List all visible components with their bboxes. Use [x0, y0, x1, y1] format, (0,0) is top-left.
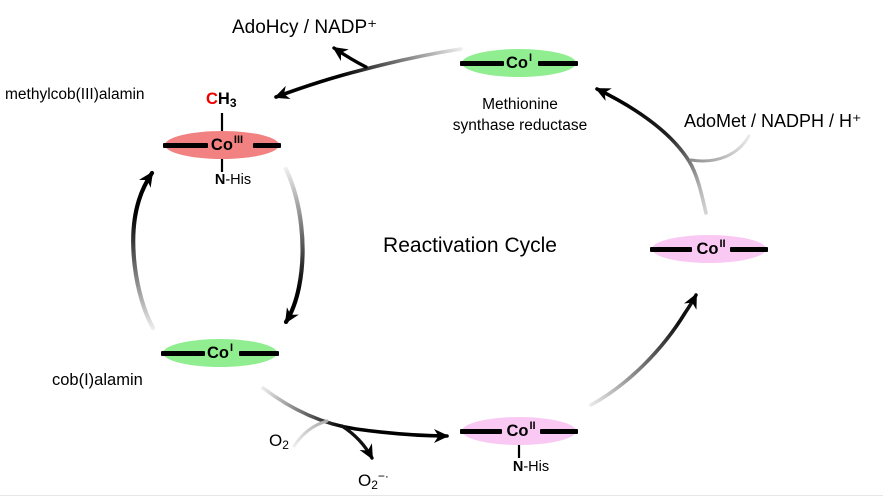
metal-symbol: Co — [210, 135, 233, 154]
label-adohcy-nadp: AdoHcy / NADP⁺ — [232, 17, 378, 38]
superoxide-sub: 2 — [371, 478, 378, 492]
arrow-reactivation-main — [595, 87, 708, 215]
corrin-bar-left — [161, 351, 205, 356]
corrin-bar-left — [460, 429, 502, 434]
corrin-bar-right — [253, 143, 281, 148]
label-cob1alamin: cob(I)alamin — [52, 371, 143, 389]
oxidation-state: III — [233, 133, 244, 146]
corrin-bar-left — [460, 61, 504, 66]
label-enzyme-line1: Methionine — [482, 96, 558, 113]
label-methylcobalamin: methylcob(III)alamin — [5, 86, 145, 103]
corrin-bar-right — [538, 61, 578, 66]
o2-base: O — [269, 431, 283, 450]
n-his-bottom: N-His — [499, 459, 563, 475]
label-enzyme: Methionine synthase reductase — [420, 94, 620, 136]
oxidation-state: II — [529, 419, 536, 432]
arrow-oxidation-main — [261, 386, 449, 443]
arrow-co2his-to-co2 — [589, 293, 698, 407]
arrow-cob1-to-methylcob — [131, 170, 156, 331]
methyl-carbon: C — [206, 90, 218, 108]
arrow-adohcy-release — [332, 46, 368, 69]
oxidation-state: I — [528, 51, 533, 64]
diagram-title: Reactivation Cycle — [383, 234, 557, 257]
label-adomet-nadph: AdoMet / NADPH / H⁺ — [684, 111, 862, 131]
metal-symbol: Co — [505, 53, 528, 72]
n-his-left: N-His — [201, 172, 265, 188]
methyl-sub: 3 — [229, 96, 237, 110]
label-enzyme-line2: synthase reductase — [452, 117, 588, 134]
n-his-n: N — [512, 459, 524, 475]
oxidation-state: II — [719, 237, 726, 250]
oxidation-state: I — [229, 341, 234, 354]
corrin-bar-right — [730, 247, 768, 252]
n-his-n: N — [214, 172, 226, 188]
corrin-bar-right — [540, 429, 578, 434]
metal-symbol: Co — [696, 239, 719, 258]
methyl-hydrogen: H — [217, 90, 230, 108]
corrin-bar-left — [163, 143, 208, 148]
metal-symbol: Co — [206, 343, 229, 362]
corrin-bar-right — [239, 351, 279, 356]
corrin-bar-left — [650, 247, 692, 252]
methyl-group: CH3 — [206, 90, 237, 110]
o2-sub: 2 — [282, 438, 289, 452]
superoxide-base: O — [358, 471, 372, 490]
n-his-rest: -His — [523, 459, 550, 475]
n-his-rest: -His — [225, 172, 252, 188]
arrow-methylcob-to-cob1 — [283, 166, 305, 325]
curve-o2-entry — [292, 419, 329, 448]
curve-adomet-entry — [689, 134, 751, 163]
arrow-superoxide-release — [340, 424, 374, 460]
bottom-rule — [0, 495, 883, 496]
superoxide-sup: −· — [377, 469, 389, 483]
metal-symbol: Co — [506, 421, 529, 440]
label-o2: O2 — [269, 431, 289, 452]
arrow-methylation-main — [274, 47, 463, 100]
label-superoxide: O2−· — [358, 469, 389, 492]
